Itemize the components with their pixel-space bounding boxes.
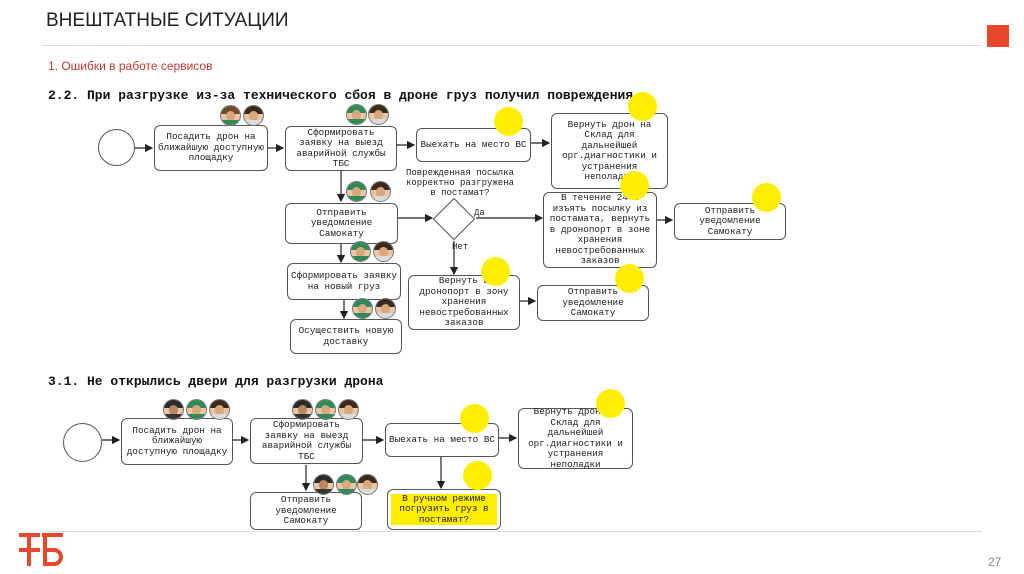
person-avatar-icon	[315, 399, 336, 420]
person-avatar-icon	[352, 298, 373, 319]
start-event-circle	[98, 129, 135, 166]
label-no: Нет	[452, 242, 469, 252]
person-avatar-icon	[368, 104, 389, 125]
box-notify-3: Отправить уведомление Самокату	[537, 285, 649, 321]
person-avatar-icon	[370, 181, 391, 202]
person-avatar-icon	[338, 399, 359, 420]
person-avatar-icon	[163, 399, 184, 420]
person-avatar-icon	[357, 474, 378, 495]
subtitle: 1. Ошибки в работе сервисов	[48, 59, 213, 73]
page-title: ВНЕШТАТНЫЕ СИТУАЦИИ	[46, 10, 289, 31]
company-logo	[19, 533, 63, 566]
person-avatar-icon	[313, 474, 334, 495]
box-notify-1: Отправить уведомление Самокату	[285, 203, 398, 244]
box-land-drone: Посадить дрон на ближайшую доступную пло…	[154, 125, 268, 171]
start-event-circle	[63, 423, 102, 462]
highlight-marker	[752, 183, 781, 212]
box-notify-b: Отправить уведомление Самокату	[250, 492, 362, 530]
box-new-delivery: Осуществить новую доставку	[290, 319, 402, 354]
box-return-drone: Вернуть дрон на Склад для дальнейшей орг…	[551, 113, 668, 189]
highlight-marker	[596, 389, 625, 418]
highlight-marker	[481, 257, 510, 286]
page-number: 27	[988, 555, 1002, 569]
label-yes: Да	[474, 208, 485, 218]
footer-divider	[42, 531, 982, 532]
person-avatar-icon	[220, 105, 241, 126]
accent-square	[987, 25, 1009, 47]
person-avatar-icon	[292, 399, 313, 420]
section-title-2-2: 2.2. При разгрузке из-за технического сб…	[48, 88, 634, 103]
box-extract-parcel: В течение 24 ч изъять посылку из постама…	[543, 192, 657, 268]
box-new-request: Сформировать заявку на новый груз	[287, 263, 401, 300]
person-avatar-icon	[350, 241, 371, 262]
person-avatar-icon	[186, 399, 207, 420]
person-avatar-icon	[336, 474, 357, 495]
decision-question: Поврежденная посылка корректно разгружен…	[405, 168, 515, 198]
highlight-marker	[463, 461, 492, 490]
box-request-service: Сформировать заявку на выезд аварийной с…	[285, 126, 397, 171]
highlight-marker	[494, 107, 523, 136]
person-avatar-icon	[375, 298, 396, 319]
highlight-marker	[620, 171, 649, 200]
person-avatar-icon	[209, 399, 230, 420]
box-request-service-b: Сформировать заявку на выезд аварийной с…	[250, 418, 363, 464]
person-avatar-icon	[346, 104, 367, 125]
person-avatar-icon	[373, 241, 394, 262]
header-divider	[42, 45, 982, 46]
person-avatar-icon	[346, 181, 367, 202]
highlight-marker	[628, 92, 657, 121]
box-return-drone-b: Вернуть дрон на Склад для дальнейшей орг…	[518, 406, 633, 469]
highlight-marker	[615, 264, 644, 293]
box-manual-load: В ручном режиме погрузить груз в постама…	[387, 489, 501, 530]
box-land-drone-b: Посадить дрон на ближайшую доступную пло…	[121, 418, 233, 465]
person-avatar-icon	[243, 105, 264, 126]
section-title-3-1: 3.1. Не открылись двери для разгрузки др…	[48, 374, 384, 389]
highlight-marker	[460, 404, 489, 433]
